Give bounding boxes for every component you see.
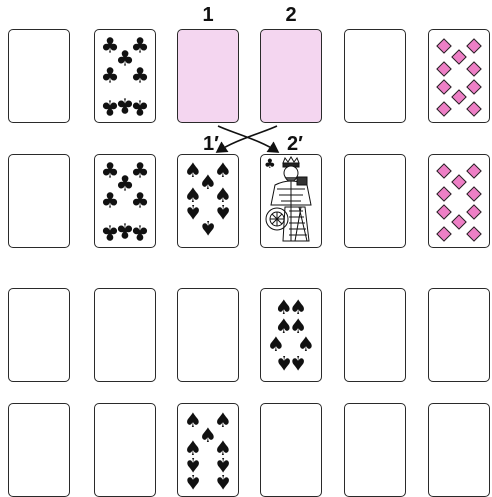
card-blank — [260, 403, 322, 497]
diamond-icon — [466, 163, 482, 179]
club-icon: ♣ — [101, 97, 120, 118]
spade-icon: ♠ — [184, 472, 202, 492]
card-spade-9: ♠♠♠♠♠♠♠♠♠ — [177, 403, 239, 497]
diamond-icon — [451, 214, 467, 230]
diamond-icon — [436, 101, 452, 117]
card-blank — [344, 403, 406, 497]
card-back — [177, 29, 239, 123]
diamond-icon — [436, 61, 452, 77]
card-back — [260, 29, 322, 123]
spade-icon: ♠ — [214, 472, 232, 492]
diamond-icon — [466, 61, 482, 77]
diamond-icon — [436, 79, 452, 95]
king-figure-icon — [261, 155, 320, 246]
club-icon: ♣ — [101, 222, 120, 243]
diamond-icon — [466, 226, 482, 242]
label-1-prime: 1′ — [203, 133, 219, 156]
diamond-icon — [466, 79, 482, 95]
club-icon: ♣ — [101, 191, 120, 212]
arrow-1-to-2prime — [218, 126, 278, 152]
card-blank — [8, 403, 70, 497]
card-spade-8: ♠♠♠♠♠♠♠♠ — [260, 288, 322, 382]
card-blank — [344, 154, 406, 248]
card-blank — [8, 29, 70, 123]
spade-icon: ♠ — [289, 353, 307, 373]
card-blank — [344, 288, 406, 382]
card-club-8: ♣♣♣♣♣♣♣♣ — [94, 29, 156, 123]
club-icon: ♣ — [131, 222, 150, 243]
card-blank — [8, 154, 70, 248]
card-blank — [344, 29, 406, 123]
card-spade-8: ♠♠♠♠♠♠♠♠ — [177, 154, 239, 248]
diamond-icon — [466, 38, 482, 54]
diamond-icon — [466, 186, 482, 202]
diamond-icon — [436, 186, 452, 202]
club-icon: ♣ — [101, 66, 120, 87]
card-club-8: ♣♣♣♣♣♣♣♣ — [94, 154, 156, 248]
diamond-icon — [436, 38, 452, 54]
club-icon: ♣ — [131, 66, 150, 87]
diamond-icon — [436, 226, 452, 242]
diamond-icon — [451, 174, 467, 190]
card-blank — [94, 403, 156, 497]
diamond-icon — [436, 163, 452, 179]
diamond-icon — [436, 204, 452, 220]
diamond-icon — [451, 89, 467, 105]
label-1: 1 — [202, 4, 213, 27]
club-icon: ♣ — [131, 97, 150, 118]
label-2-prime: 2′ — [287, 133, 303, 156]
label-2: 2 — [285, 4, 296, 27]
card-blank — [94, 288, 156, 382]
diamond-icon — [466, 204, 482, 220]
card-king-clubs: ♣ — [260, 154, 322, 248]
card-blank — [177, 288, 239, 382]
card-diamond-10 — [428, 29, 490, 123]
card-blank — [428, 288, 490, 382]
diamond-icon — [466, 101, 482, 117]
spade-icon: ♠ — [199, 218, 217, 238]
card-blank — [428, 403, 490, 497]
arrow-2-to-1prime — [217, 126, 277, 152]
diamond-icon — [451, 49, 467, 65]
club-icon: ♣ — [131, 191, 150, 212]
card-diamond-10 — [428, 154, 490, 248]
card-blank — [8, 288, 70, 382]
